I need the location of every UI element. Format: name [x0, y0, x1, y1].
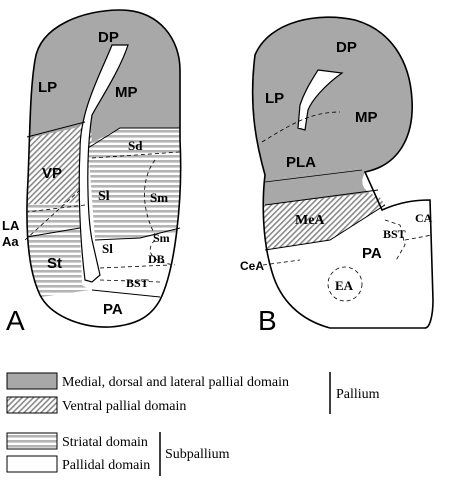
label-b-cea: CeA — [240, 259, 264, 273]
panel-a-ventricle — [78, 44, 129, 283]
panel-a-letter: A — [6, 305, 25, 336]
label-a-mp: MP — [115, 84, 138, 101]
legend-swatch-pallial — [6, 372, 58, 390]
label-b-lp: LP — [265, 90, 284, 107]
label-b-mp: MP — [355, 109, 378, 126]
label-a-db: DB — [148, 252, 165, 266]
label-a-sl-upper: Sl — [98, 189, 110, 204]
panel-a: DP LP MP VP LA Aa St Sd Sl Sm Sl Sm DB B… — [2, 9, 182, 336]
label-a-sl-lower: Sl — [102, 241, 113, 256]
label-b-ca: CA — [415, 211, 433, 225]
legend-label-pallidal: Pallidal domain — [62, 458, 150, 473]
panel-b-striatal-region — [262, 168, 378, 205]
panel-b-outline — [251, 16, 434, 329]
panel-b-pallidal-region — [262, 200, 433, 329]
label-b-dp: DP — [336, 39, 357, 56]
legend-label-subpallium: Subpallium — [165, 447, 230, 462]
panel-a-outline — [26, 9, 182, 328]
panel-a-striatal-region — [26, 202, 90, 300]
legend-swatch-ventral — [6, 396, 58, 414]
label-a-vp: VP — [42, 165, 62, 182]
label-b-ea: EA — [335, 278, 354, 293]
label-a-la: LA — [2, 218, 20, 233]
legend-label-striatal: Striatal domain — [62, 435, 148, 450]
label-a-bst: BST — [126, 276, 149, 290]
label-b-mea: MeA — [295, 213, 325, 228]
label-a-st: St — [47, 255, 62, 272]
label-a-sd: Sd — [128, 138, 143, 153]
label-a-sm-upper: Sm — [150, 190, 168, 205]
panel-a-striatal-region-central — [88, 128, 181, 240]
label-a-aa: Aa — [2, 234, 19, 249]
label-b-bst: BST — [383, 227, 406, 241]
panel-a-ventral-pallium-region — [26, 120, 92, 210]
legend: Medial, dorsal and lateral pallial domai… — [6, 372, 380, 476]
panel-b-letter: B — [258, 305, 277, 336]
legend-label-pallium: Pallium — [336, 387, 380, 402]
panel-b-ventricle — [297, 69, 344, 131]
label-a-sm-lower: Sm — [153, 231, 170, 245]
legend-swatch-pallidal — [6, 455, 58, 473]
legend-swatch-striatal — [6, 432, 58, 450]
panel-b: DP LP MP PLA MeA CeA CA BST PA EA B — [240, 16, 434, 336]
label-b-pla: PLA — [286, 154, 316, 171]
label-a-dp: DP — [98, 29, 119, 46]
label-a-lp: LP — [38, 79, 57, 96]
label-a-pa: PA — [103, 301, 123, 318]
label-b-pa: PA — [362, 245, 382, 262]
legend-label-pallial: Medial, dorsal and lateral pallial domai… — [62, 375, 289, 390]
legend-label-ventral: Ventral pallial domain — [62, 399, 186, 414]
